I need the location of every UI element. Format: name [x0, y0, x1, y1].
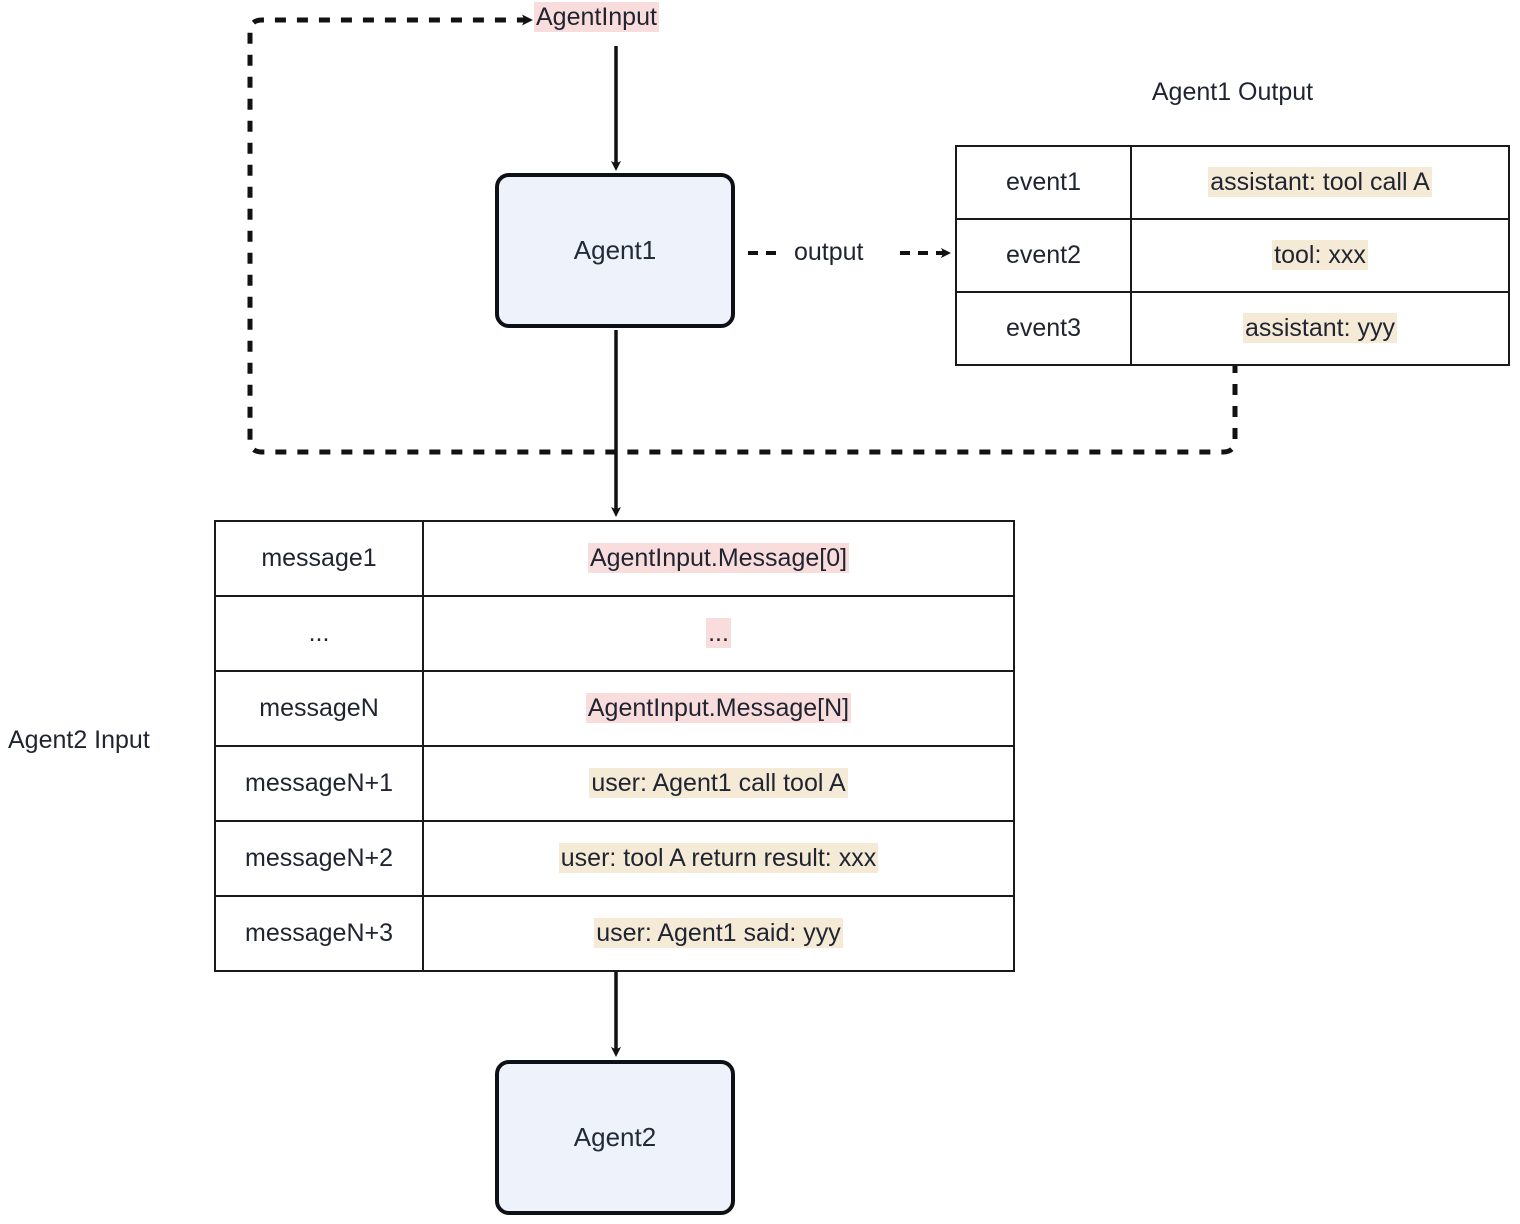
message-key: messageN	[214, 670, 424, 747]
table-row[interactable]: event2 tool: xxx	[955, 218, 1510, 293]
agent-input-label: AgentInput	[534, 2, 659, 32]
event-value-text: assistant: tool call A	[1208, 167, 1432, 197]
message-key: messageN+1	[214, 745, 424, 822]
message-value: user: Agent1 said: yyy	[422, 895, 1015, 972]
message-value-text: user: tool A return result: xxx	[558, 843, 879, 873]
event-key: event2	[955, 218, 1132, 293]
event-value-text: tool: xxx	[1272, 240, 1368, 270]
message-key: message1	[214, 520, 424, 597]
agent1-output-table: event1 assistant: tool call A event2 too…	[955, 145, 1510, 366]
event-value-text: assistant: yyy	[1242, 313, 1398, 343]
message-key: ...	[214, 595, 424, 672]
message-value: AgentInput.Message[N]	[422, 670, 1015, 747]
event-value: assistant: yyy	[1130, 291, 1510, 366]
message-key: messageN+3	[214, 895, 424, 972]
agent2-input-table: message1 AgentInput.Message[0] ... ... m…	[214, 520, 1015, 972]
agent2-node-label: Agent2	[573, 1122, 657, 1152]
message-value-text: AgentInput.Message[N]	[585, 693, 852, 723]
message-value: ...	[422, 595, 1015, 672]
message-value-text: user: Agent1 call tool A	[589, 768, 848, 798]
agent2-node[interactable]: Agent2	[495, 1060, 735, 1215]
table-row[interactable]: message1 AgentInput.Message[0]	[214, 520, 1015, 597]
agent1-output-title: Agent1 Output	[1151, 78, 1314, 106]
event-value: tool: xxx	[1130, 218, 1510, 293]
event-key: event1	[955, 145, 1132, 220]
output-edge-label: output	[790, 238, 868, 267]
table-row[interactable]: messageN+3 user: Agent1 said: yyy	[214, 895, 1015, 972]
message-value-text: AgentInput.Message[0]	[587, 543, 850, 573]
agent1-node[interactable]: Agent1	[495, 173, 735, 328]
message-value: user: Agent1 call tool A	[422, 745, 1015, 822]
message-value: AgentInput.Message[0]	[422, 520, 1015, 597]
agent-input-text: AgentInput	[534, 2, 659, 32]
message-value: user: tool A return result: xxx	[422, 820, 1015, 897]
table-row[interactable]: messageN AgentInput.Message[N]	[214, 670, 1015, 747]
table-row[interactable]: event3 assistant: yyy	[955, 291, 1510, 366]
event-value: assistant: tool call A	[1130, 145, 1510, 220]
agent1-node-label: Agent1	[573, 235, 657, 265]
agent2-input-title: Agent2 Input	[8, 726, 150, 754]
event-key: event3	[955, 291, 1132, 366]
table-row[interactable]: messageN+2 user: tool A return result: x…	[214, 820, 1015, 897]
table-row[interactable]: messageN+1 user: Agent1 call tool A	[214, 745, 1015, 822]
message-key: messageN+2	[214, 820, 424, 897]
table-row[interactable]: event1 assistant: tool call A	[955, 145, 1510, 220]
message-value-text: user: Agent1 said: yyy	[594, 918, 843, 948]
message-value-text: ...	[706, 618, 731, 648]
table-row[interactable]: ... ...	[214, 595, 1015, 672]
